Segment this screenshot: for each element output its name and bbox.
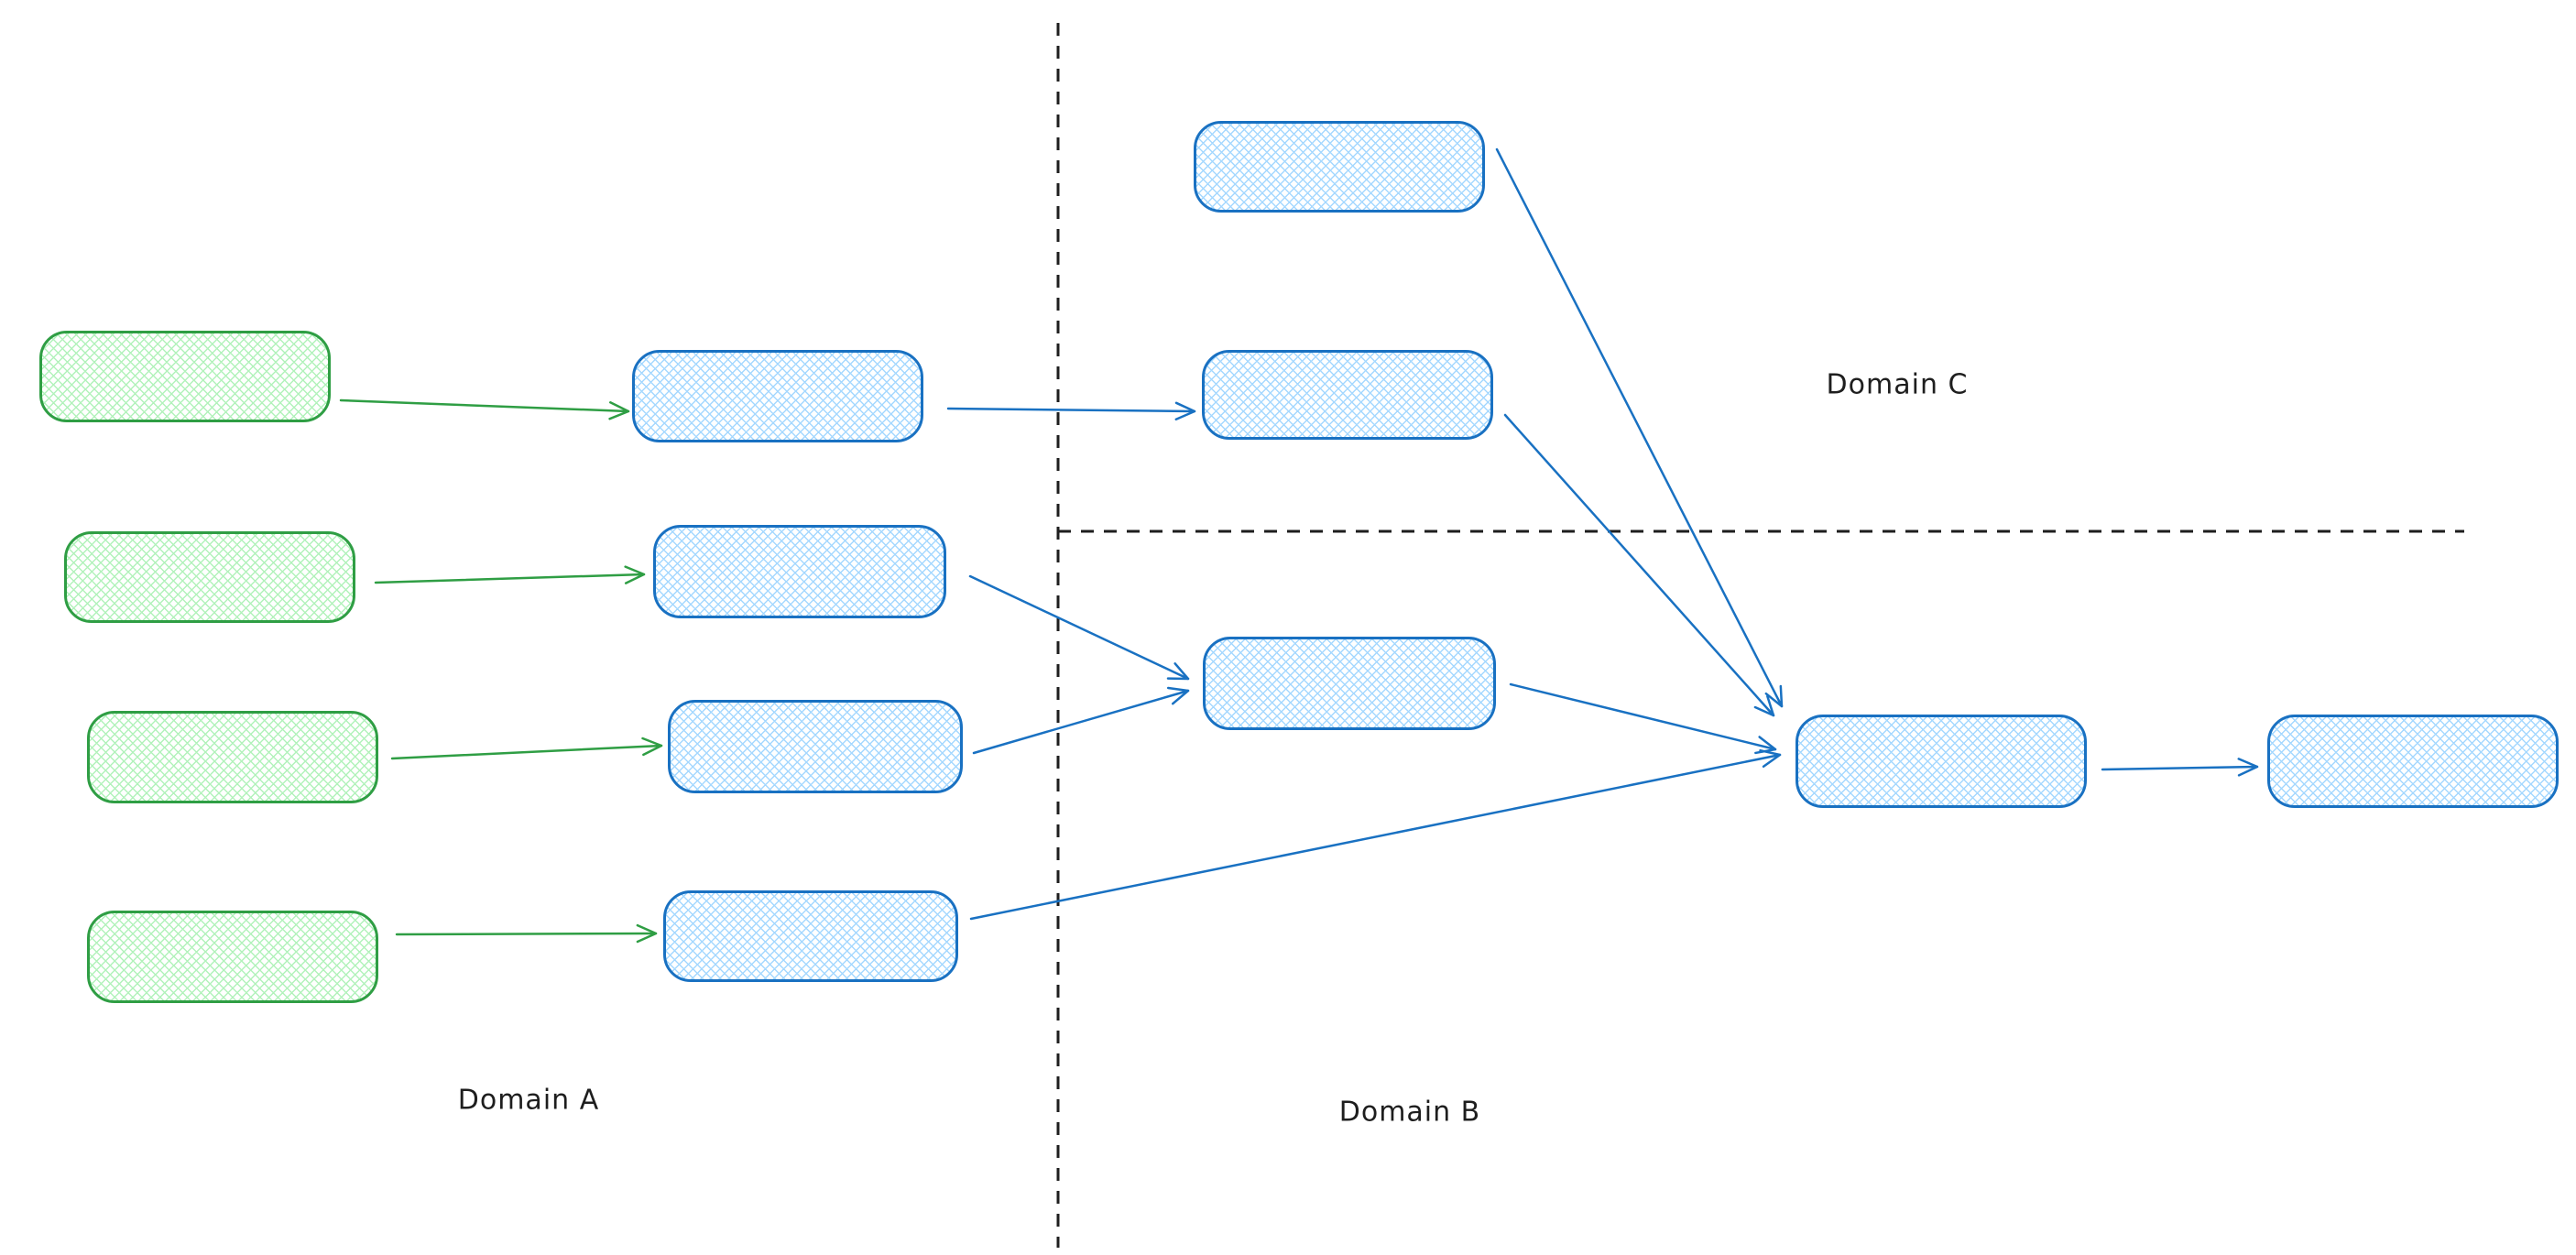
domain-a-source-3 [87, 711, 378, 803]
edge-stage4-to-hub [969, 748, 1782, 921]
domain-a-stage-2 [653, 525, 946, 618]
label-domain-c: Domain C [1826, 368, 1969, 401]
domain-a-source-2 [64, 531, 355, 623]
domain-a-source-1 [39, 331, 331, 422]
edge-hub-to-output [2101, 758, 2259, 777]
domain-a-stage-4 [663, 890, 958, 982]
domain-a-source-4 [87, 911, 378, 1003]
edge-stage1-to-domainc2 [946, 401, 1196, 420]
edge-domainb1-to-hub [1509, 682, 1777, 755]
domain-b-output [2267, 715, 2559, 808]
domain-b-node-1 [1203, 637, 1496, 730]
edge-stage3-to-domainb1 [972, 686, 1190, 755]
edge-source1-to-stage1 [339, 398, 630, 420]
label-domain-a: Domain A [457, 1084, 600, 1117]
edge-domainc2-to-hub [1503, 413, 1775, 717]
domain-a-stage-3 [668, 700, 963, 793]
edge-source4-to-stage4 [395, 923, 658, 944]
domain-b-hub [1796, 715, 2087, 808]
edge-source3-to-stage3 [390, 737, 663, 760]
domain-c-node-2 [1202, 350, 1493, 440]
domain-c-node-1 [1194, 121, 1485, 213]
edge-domainc1-to-hub [1495, 147, 1784, 708]
edge-stage2-to-domainb1 [968, 574, 1190, 681]
label-domain-b: Domain B [1338, 1096, 1481, 1129]
domain-a-stage-1 [632, 350, 923, 442]
edge-source2-to-stage2 [374, 565, 646, 584]
